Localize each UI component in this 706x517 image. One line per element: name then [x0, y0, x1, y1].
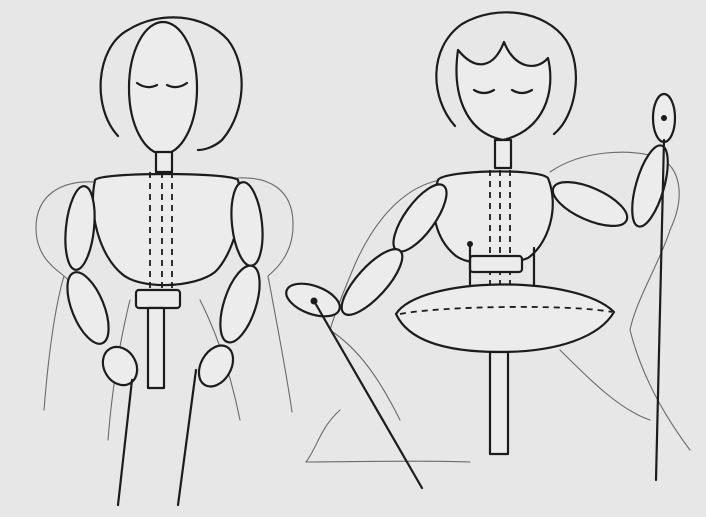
left-waist-band — [136, 290, 180, 308]
right-body-rod — [490, 352, 508, 454]
right-neck — [495, 140, 511, 168]
left-torso — [93, 174, 240, 285]
right-waist-band — [470, 256, 522, 272]
right-staff-top-pin — [661, 115, 667, 121]
left-body-rod — [148, 308, 164, 388]
left-neck — [156, 152, 172, 172]
right-pin-left-head — [467, 241, 473, 247]
left-face — [129, 22, 197, 154]
